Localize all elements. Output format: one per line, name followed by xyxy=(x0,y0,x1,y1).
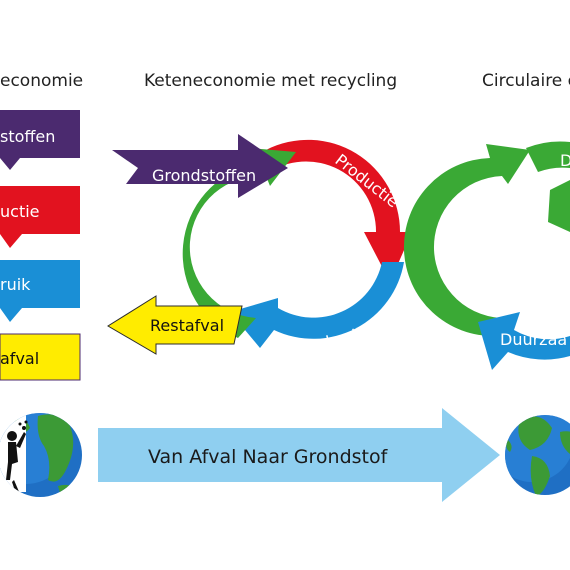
title-circular-economy: Circulaire e xyxy=(482,71,570,91)
grondstoffen-label: Grondstoffen xyxy=(152,166,256,185)
banner-arrow xyxy=(98,408,500,502)
circular-recycling-arrow xyxy=(403,144,530,337)
restafval-label: Restafval xyxy=(150,316,224,335)
circular-duurzaam-label: Duurzaa xyxy=(500,330,567,349)
grondstoffen-arrow xyxy=(112,134,288,198)
circular-duurzaam-arrow xyxy=(478,312,570,370)
van-afval-banner: Van Afval Naar Grondstof xyxy=(98,408,500,502)
globe-left-icon xyxy=(0,413,82,497)
productie-label: Productie xyxy=(332,150,403,211)
title-linear-economy: economie xyxy=(0,71,83,91)
chain-economy-diagram: Productie Gebruik Recycling Grondstoffen… xyxy=(107,134,412,357)
banner-label: Van Afval Naar Grondstof xyxy=(148,446,389,468)
linear-step-afval-label: afval xyxy=(0,349,39,368)
recycling-label: Recycling xyxy=(210,205,252,284)
recycling-arrow xyxy=(182,148,296,338)
circular-inner-arrow xyxy=(548,180,570,232)
linear-step-productie-label: uctie xyxy=(0,202,40,221)
linear-step-afval xyxy=(0,333,81,381)
circular-recycling-label: Recycling xyxy=(462,195,504,274)
productie-arrow xyxy=(266,139,412,282)
linear-economy-diagram: stoffen uctie ruik afval xyxy=(0,110,81,381)
circular-top-label: D xyxy=(560,151,570,170)
linear-step-gebruik-label: ruik xyxy=(0,275,31,294)
circular-economy-diagram: Recycling D Duurzaa xyxy=(403,141,570,370)
circular-top-arrow xyxy=(526,141,570,172)
gebruik-arrow xyxy=(230,262,404,348)
linear-step-grondstoffen xyxy=(0,110,80,170)
restafval-arrow xyxy=(107,295,243,355)
title-chain-economy: Keteneconomie met recycling xyxy=(144,71,397,91)
linear-step-grondstoffen-label: stoffen xyxy=(0,127,55,146)
linear-step-gebruik xyxy=(0,260,80,322)
linear-step-productie xyxy=(0,186,80,248)
globe-right-icon xyxy=(505,415,570,495)
